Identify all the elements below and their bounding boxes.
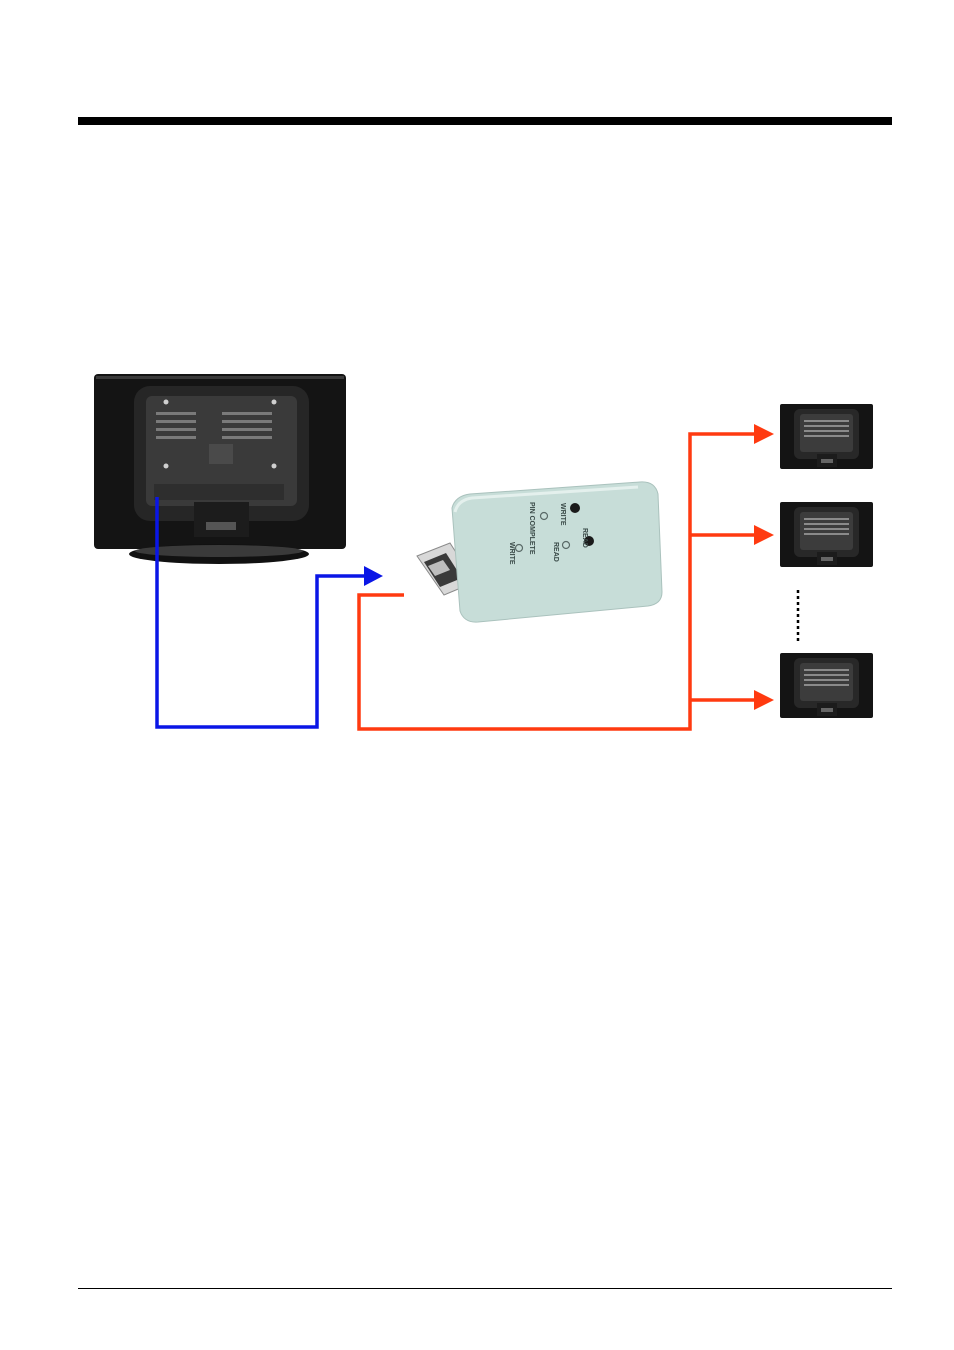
- device-label-read-top: READ: [581, 528, 588, 548]
- device-label-read-led: READ: [552, 542, 559, 562]
- device-label-write-led: WRITE: [508, 542, 515, 565]
- source-tv-image: [94, 374, 346, 564]
- read-arrowhead: [364, 566, 383, 586]
- target-tv-3-image: [780, 653, 873, 718]
- target-tv-1-image: [780, 404, 873, 469]
- device-label-pin-complete: PIN COMPLETE: [528, 502, 535, 555]
- target-tv-2-image: [780, 502, 873, 567]
- usb-copier-device: WRITE PIN COMPLETE READ READ WRITE: [417, 482, 662, 622]
- bottom-rule: [78, 1288, 892, 1289]
- write-arrowhead-2: [754, 525, 774, 545]
- write-arrowhead-1: [754, 424, 774, 444]
- device-label-write-top: WRITE: [559, 503, 566, 526]
- write-button-icon: [570, 503, 580, 513]
- write-arrowhead-3: [754, 690, 774, 710]
